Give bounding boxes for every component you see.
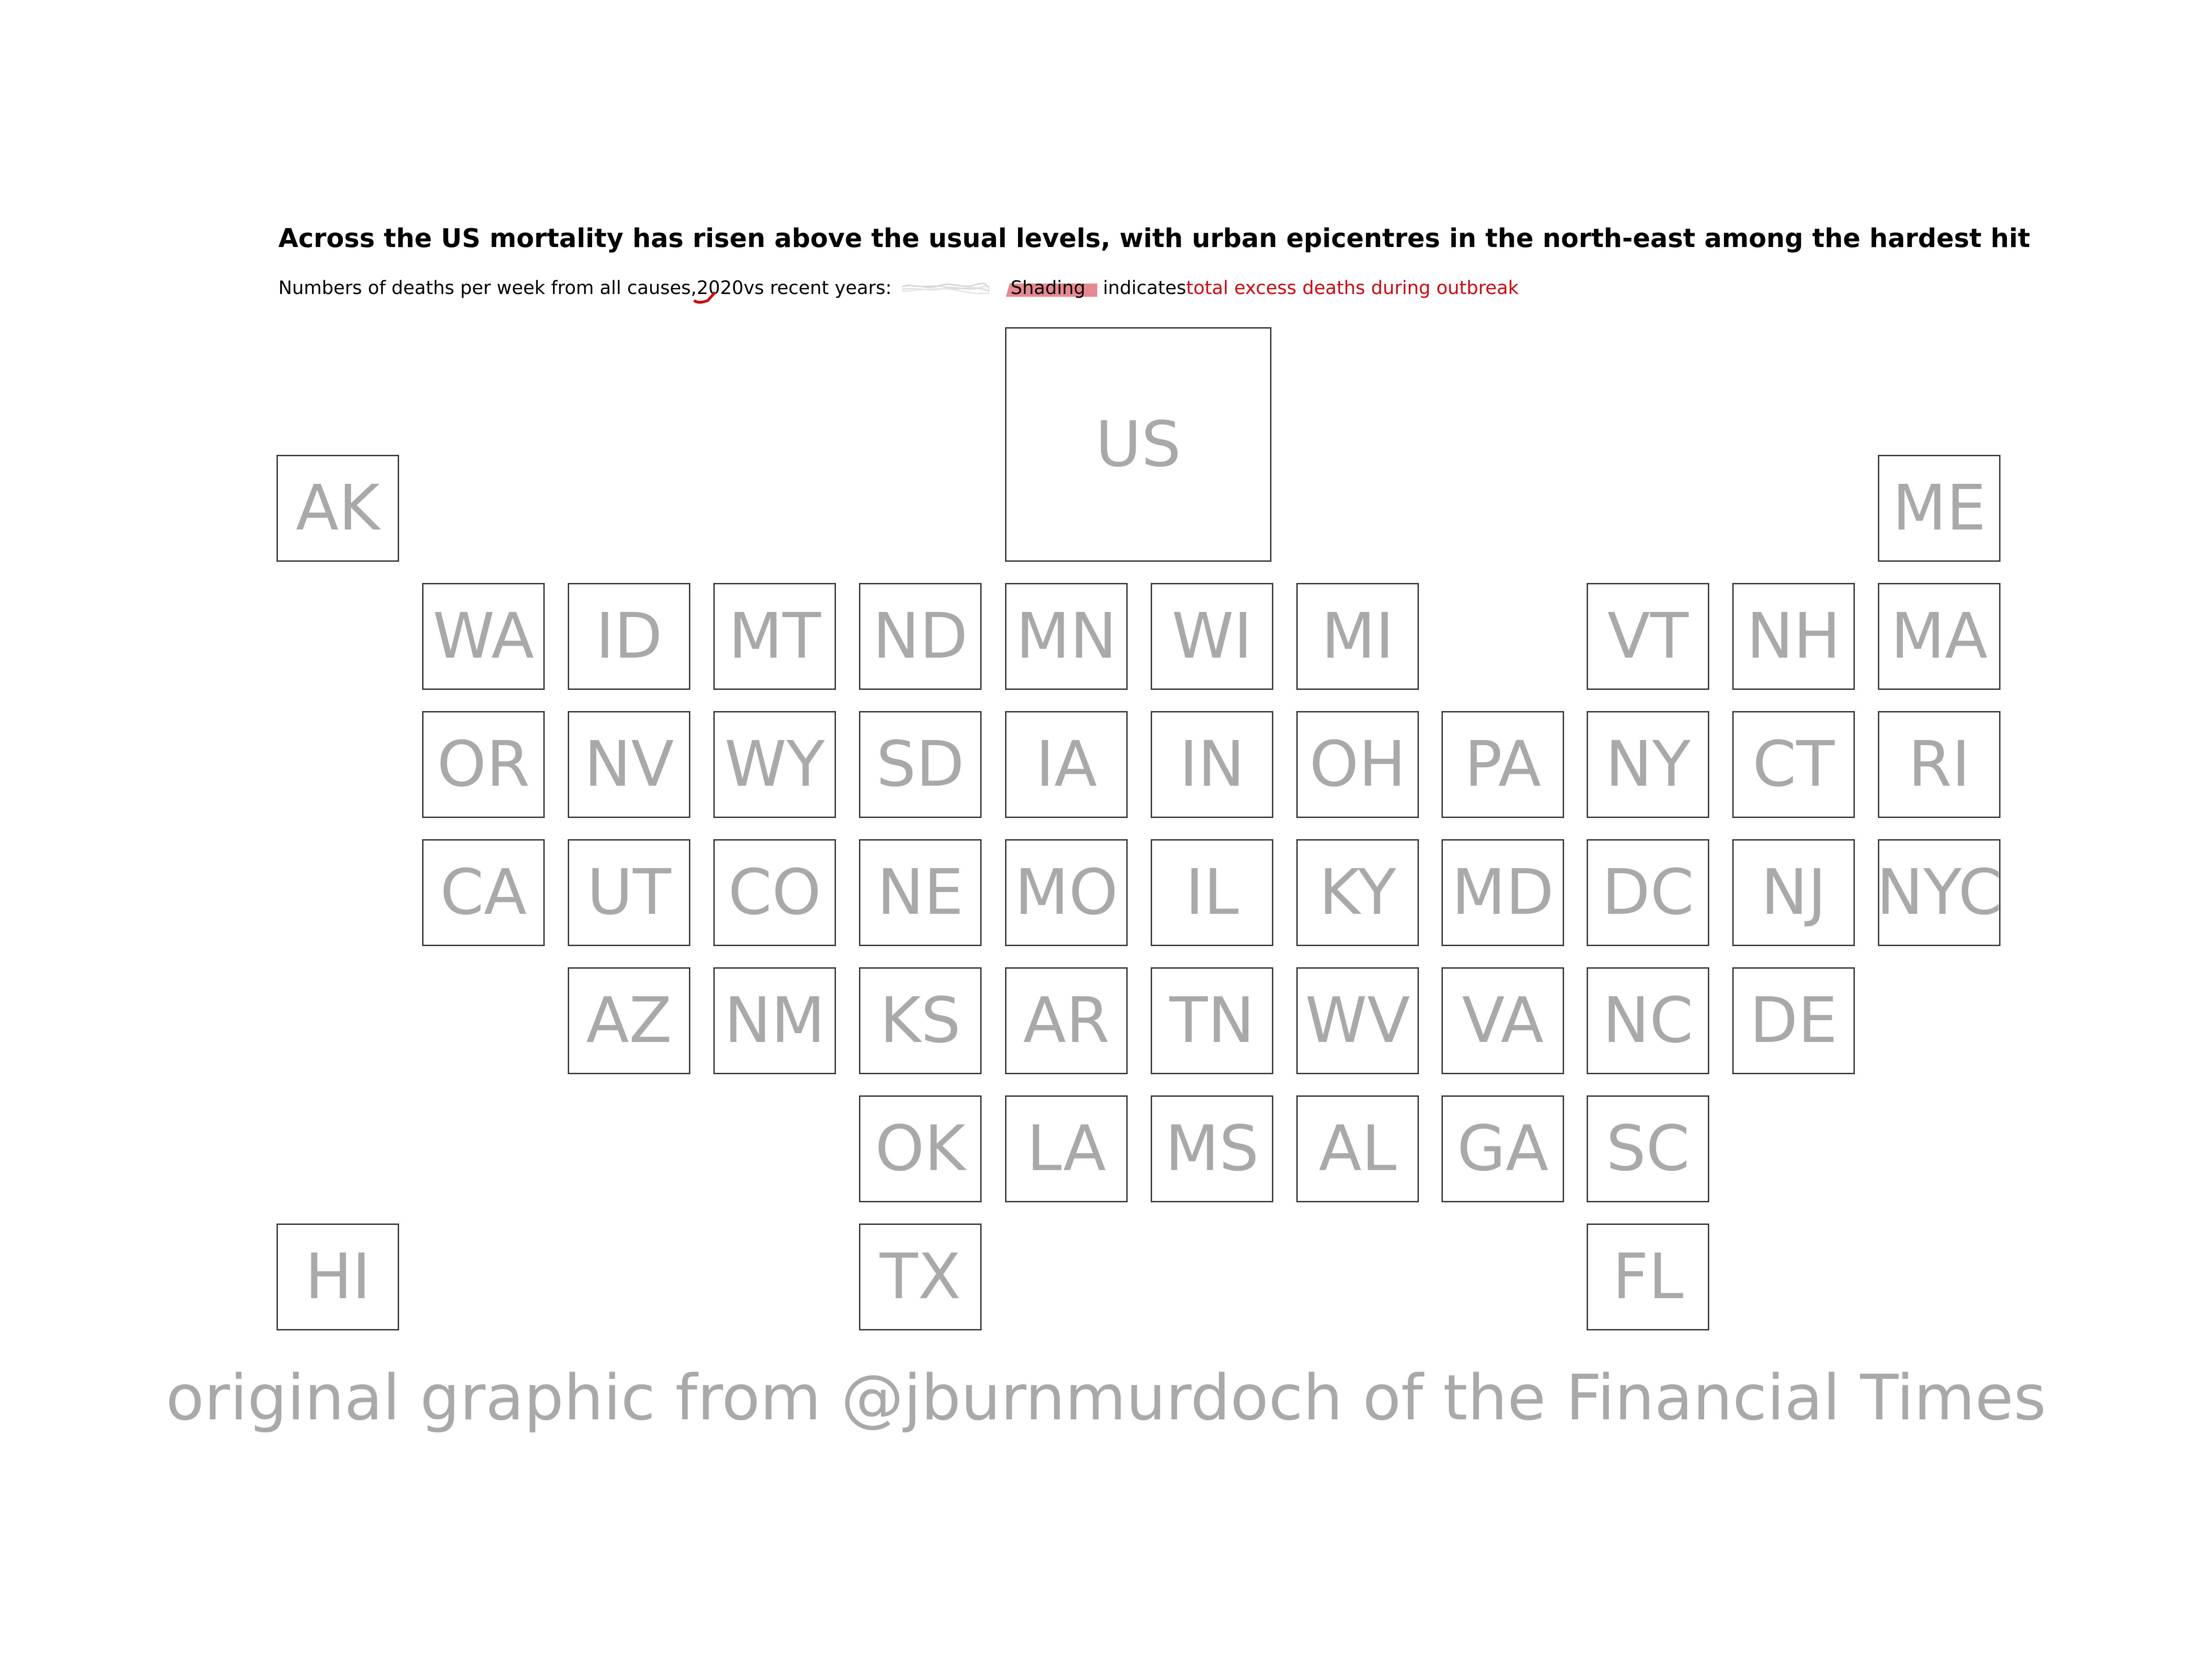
tile-ny: NY — [1587, 711, 1709, 818]
chart-subtitle: Numbers of deaths per week from all caus… — [278, 276, 1519, 304]
tile-wi: WI — [1151, 583, 1273, 690]
tile-me: ME — [1878, 455, 2000, 562]
subtitle-highlight: total excess deaths during outbreak — [1186, 277, 1519, 299]
tile-ma: MA — [1878, 583, 2000, 690]
tile-id: ID — [568, 583, 690, 690]
tile-mn: MN — [1005, 583, 1128, 690]
tile-tx: TX — [859, 1224, 982, 1330]
legend-2020-label: 2020 — [696, 277, 744, 299]
tile-ky: KY — [1296, 839, 1419, 946]
legend-shading-swatch — [1006, 283, 1098, 297]
tile-sd: SD — [859, 711, 982, 818]
legend-shading-label: Shading — [1010, 277, 1086, 299]
tile-la: LA — [1005, 1095, 1128, 1202]
tile-wa: WA — [422, 583, 545, 690]
tile-mt: MT — [713, 583, 836, 690]
tile-fl: FL — [1587, 1224, 1709, 1330]
tile-us: US — [1005, 327, 1271, 562]
tile-nd: ND — [859, 583, 982, 690]
tile-nv: NV — [568, 711, 690, 818]
tile-pa: PA — [1441, 711, 1564, 818]
tile-il: IL — [1151, 839, 1273, 946]
tile-nc: NC — [1587, 967, 1709, 1074]
subtitle-prefix: Numbers of deaths per week from all caus… — [278, 277, 697, 299]
tile-ga: GA — [1441, 1095, 1564, 1202]
subtitle-indicates: indicates — [1103, 277, 1186, 299]
tile-nm: NM — [713, 967, 836, 1074]
tile-md: MD — [1441, 839, 1564, 946]
tile-hi: HI — [276, 1224, 399, 1330]
tile-az: AZ — [568, 967, 690, 1074]
tile-ne: NE — [859, 839, 982, 946]
legend-2020-line-icon — [693, 291, 716, 304]
tile-ak: AK — [276, 455, 399, 562]
tile-va: VA — [1441, 967, 1564, 1074]
tile-ia: IA — [1005, 711, 1128, 818]
tile-tn: TN — [1151, 967, 1273, 1074]
tile-wv: WV — [1296, 967, 1419, 1074]
tile-ar: AR — [1005, 967, 1128, 1074]
tile-co: CO — [713, 839, 836, 946]
tile-ct: CT — [1732, 711, 1855, 818]
tile-vt: VT — [1587, 583, 1709, 690]
tile-mi: MI — [1296, 583, 1419, 690]
legend-shading-key: Shading — [1006, 276, 1098, 300]
credit-note: original graphic from @jburnmurdoch of t… — [165, 1362, 2047, 1435]
tile-ca: CA — [422, 839, 545, 946]
tile-sc: SC — [1587, 1095, 1709, 1202]
tile-ut: UT — [568, 839, 690, 946]
tile-or: OR — [422, 711, 545, 818]
subtitle-middle: vs recent years: — [743, 277, 892, 299]
tile-de: DE — [1732, 967, 1855, 1074]
tile-wy: WY — [713, 711, 836, 818]
tile-nj: NJ — [1732, 839, 1855, 946]
tile-ks: KS — [859, 967, 982, 1074]
tile-dc: DC — [1587, 839, 1709, 946]
tile-in: IN — [1151, 711, 1273, 818]
tile-ms: MS — [1151, 1095, 1273, 1202]
legend-recent-years-lines-icon — [901, 282, 989, 294]
tile-mo: MO — [1005, 839, 1128, 946]
tile-nyc: NYC — [1877, 839, 2002, 946]
legend-2020-key: 2020 — [693, 276, 744, 304]
tile-al: AL — [1296, 1095, 1419, 1202]
tile-oh: OH — [1296, 711, 1419, 818]
tile-nh: NH — [1732, 583, 1855, 690]
chart-title: Across the US mortality has risen above … — [278, 224, 2030, 253]
tile-ok: OK — [859, 1095, 982, 1202]
tile-ri: RI — [1878, 711, 2000, 818]
